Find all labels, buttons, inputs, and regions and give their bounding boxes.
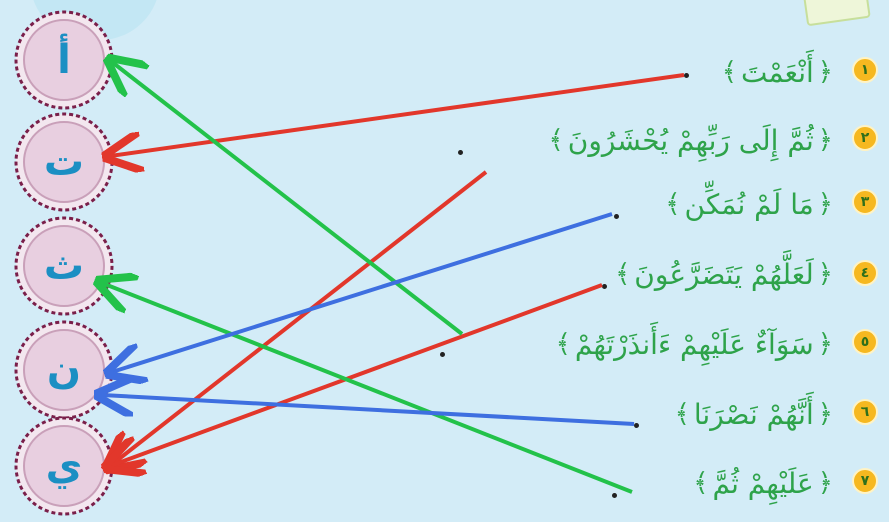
arrow-red-4 bbox=[110, 285, 602, 466]
arrow-red-2 bbox=[110, 172, 486, 466]
arrow-blue-3 bbox=[112, 214, 612, 372]
arrow-green-7 bbox=[102, 283, 632, 492]
arrow-red-1 bbox=[110, 75, 684, 156]
arrow-green-5 bbox=[112, 62, 462, 334]
